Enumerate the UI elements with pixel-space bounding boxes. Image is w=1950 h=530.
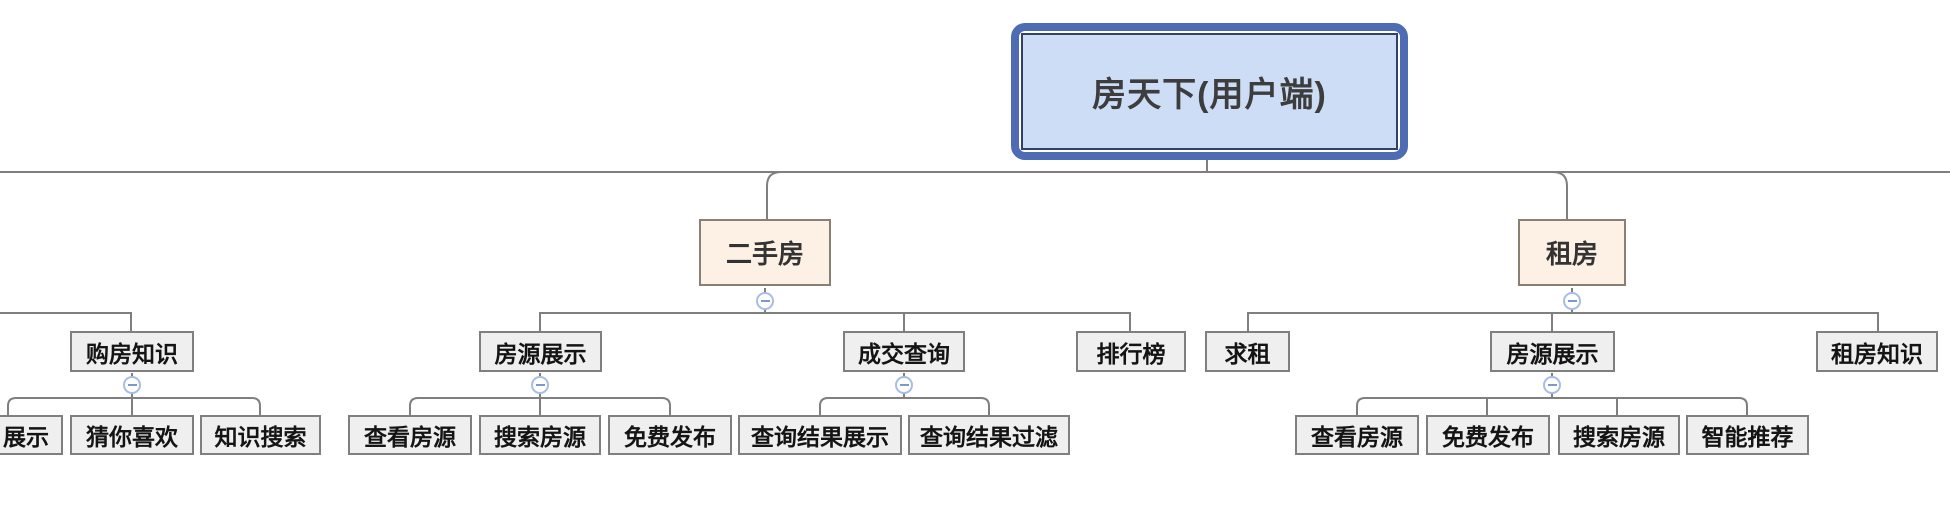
connector-drop-ershoufang — [766, 171, 782, 219]
root-node-selection-ring: 房天下(用户端) — [1011, 23, 1408, 160]
connector-drop-zufang — [1552, 171, 1568, 219]
connector-rail-zufang — [1247, 312, 1879, 331]
topic-node-mianfeifabu-ershou[interactable]: 免费发布 — [608, 415, 732, 455]
topic-node-fangyuanzhanshi-zufang[interactable]: 房源展示 — [1490, 331, 1615, 372]
topic-node-mianfeifabu-zufang[interactable]: 免费发布 — [1426, 415, 1550, 455]
collapse-minus-icon-fangyuanzhanshi-zufang[interactable] — [1543, 376, 1561, 394]
minus-glyph — [535, 384, 545, 386]
minus-glyph — [899, 384, 909, 386]
topic-node-zufangzhishi[interactable]: 租房知识 — [1816, 331, 1938, 372]
collapse-minus-icon-fangyuanzhanshi-ershou[interactable] — [531, 376, 549, 394]
topic-node-sousuofangyuan-zufang[interactable]: 搜索房源 — [1558, 415, 1680, 455]
connector-rail-chengjiaochaxun — [819, 397, 990, 415]
topic-node-zhinengtuijian[interactable]: 智能推荐 — [1686, 415, 1809, 455]
topic-node-chakanfangyuan-zufang[interactable]: 查看房源 — [1295, 415, 1419, 455]
topic-node-sousuofangyuan-ershou[interactable]: 搜索房源 — [479, 415, 601, 455]
topic-node-zhanshi-truncated[interactable]: 展示 — [0, 415, 63, 455]
topic-node-chaxunjieguozhanshi[interactable]: 查询结果展示 — [738, 415, 902, 455]
topic-node-zhishisousuo[interactable]: 知识搜索 — [200, 415, 321, 455]
topic-node-chakanfangyuan-ershou[interactable]: 查看房源 — [348, 415, 472, 455]
collapse-minus-icon-chengjiaochaxun[interactable] — [895, 376, 913, 394]
topic-node-chengjiaochaxun[interactable]: 成交查询 — [843, 331, 965, 372]
branch-node-zufang[interactable]: 租房 — [1518, 219, 1626, 286]
topic-node-qiuzu[interactable]: 求租 — [1205, 331, 1290, 372]
minus-glyph — [1547, 384, 1557, 386]
connector-rail-fangyuanzhanshi-zufang — [1356, 397, 1748, 415]
topic-node-fangyuanzhanshi-ershou[interactable]: 房源展示 — [479, 331, 602, 372]
topic-node-cainixihuan[interactable]: 猜你喜欢 — [70, 415, 194, 455]
minus-glyph — [127, 384, 137, 386]
connector-rail-ershoufang — [539, 312, 1131, 331]
collapse-minus-icon-ershoufang[interactable] — [756, 292, 774, 310]
root-node[interactable]: 房天下(用户端) — [1021, 33, 1398, 150]
collapse-minus-icon-zufang[interactable] — [1563, 292, 1581, 310]
topic-node-chaxunjieguoguolv[interactable]: 查询结果过滤 — [908, 415, 1070, 455]
minus-glyph — [760, 300, 770, 302]
connector-rail-offscreen-left — [0, 312, 132, 331]
topic-node-goufangzhishi[interactable]: 购房知识 — [70, 331, 194, 372]
branch-node-ershoufang[interactable]: 二手房 — [699, 219, 831, 286]
minus-glyph — [1567, 300, 1577, 302]
topic-node-paihangbang[interactable]: 排行榜 — [1076, 331, 1186, 372]
collapse-minus-icon-goufangzhishi[interactable] — [123, 376, 141, 394]
connector-rail-goufangzhishi — [7, 397, 261, 415]
